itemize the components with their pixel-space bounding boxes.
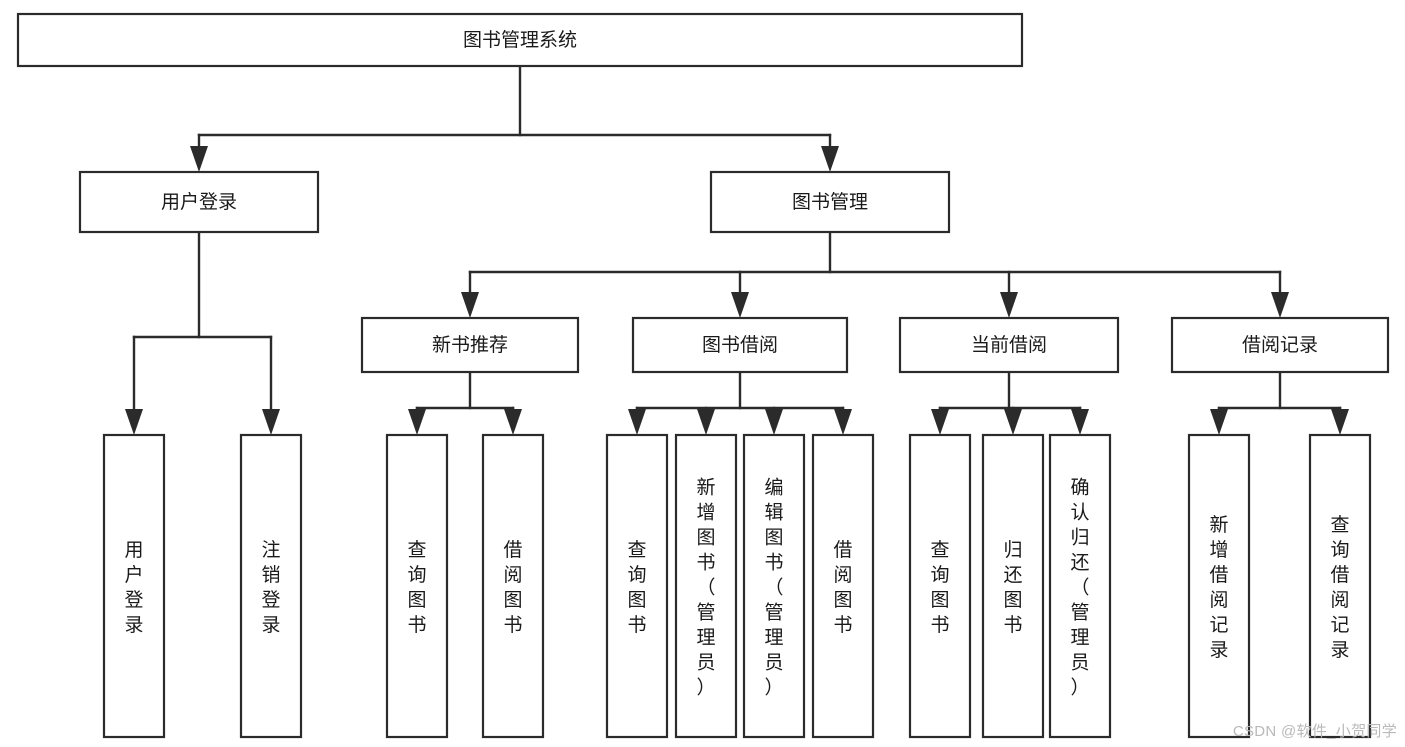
node-label: 新增借阅记录 [1209,514,1228,661]
node-box [981,433,1045,739]
node-leaf-query-record[interactable]: 查询借阅记录 [1308,433,1372,739]
node-label: 查询图书 [930,539,949,636]
node-box [1187,433,1251,739]
node-label: 借阅记录 [1242,334,1318,356]
node-current-borrow[interactable]: 当前借阅 [898,316,1120,374]
node-box [16,12,1024,68]
node-box [1048,433,1112,739]
arrow-head-icon-leaf-user-logout [262,409,280,435]
node-undefined[interactable]: 图书管理系统 [16,12,1024,68]
node-leaf-add-book[interactable]: 新增图书（管理员） [674,433,738,739]
node-box [78,170,320,234]
node-box [1170,316,1390,374]
node-box [898,316,1120,374]
node-label: 借阅图书 [503,539,522,636]
node-box [674,433,738,739]
node-box [102,433,166,739]
node-box [605,433,669,739]
node-leaf-user-logout[interactable]: 注销登录 [239,433,303,739]
node-box [908,433,972,739]
arrow-head-icon-current-borrow [1000,292,1018,318]
arrow-head-icon-leaf-query-book-1 [408,409,426,435]
node-book-borrow[interactable]: 图书借阅 [631,316,849,374]
node-label: 新增图书（管理员） [696,477,715,699]
node-label: 图书管理系统 [463,29,577,51]
node-label: 编辑图书（管理员） [764,477,783,699]
node-label: 借阅图书 [833,539,852,636]
node-label: 确认归还（管理员） [1070,477,1089,699]
arrow-head-icon-book-borrow [731,292,749,318]
node-box [360,316,580,374]
node-leaf-edit-book[interactable]: 编辑图书（管理员） [742,433,806,739]
node-leaf-confirm-return[interactable]: 确认归还（管理员） [1048,433,1112,739]
node-leaf-borrow-book-2[interactable]: 借阅图书 [811,433,875,739]
node-layer: 图书管理系统用户登录图书管理新书推荐图书借阅当前借阅借阅记录用户登录注销登录查询… [16,12,1390,739]
node-box [481,433,545,739]
node-user-login[interactable]: 用户登录 [78,170,320,234]
node-label: 图书借阅 [702,334,778,356]
node-box [631,316,849,374]
arrow-head-icon-leaf-return-book [1004,409,1022,435]
node-leaf-query-book-3[interactable]: 查询图书 [908,433,972,739]
node-leaf-query-book-1[interactable]: 查询图书 [385,433,449,739]
node-label: 归还图书 [1003,539,1022,636]
node-label: 图书管理 [792,191,868,213]
arrow-head-icon-leaf-query-book-3 [931,409,949,435]
arrow-head-icon-leaf-borrow-book-2 [834,409,852,435]
arrow-head-icon-leaf-add-book [697,409,715,435]
node-label: 查询图书 [407,539,426,636]
node-label: 用户登录 [124,540,143,636]
arrow-head-icon-new-book-recommend [461,292,479,318]
arrow-head-icon-leaf-add-record [1210,409,1228,435]
node-box [1308,433,1372,739]
arrow-head-icon-leaf-query-record [1331,409,1349,435]
node-new-book-recommend[interactable]: 新书推荐 [360,316,580,374]
node-box [239,433,303,739]
arrow-head-icon-leaf-user-login [125,409,143,435]
arrow-head-icon-leaf-edit-book [765,409,783,435]
node-leaf-borrow-book-1[interactable]: 借阅图书 [481,433,545,739]
node-box [385,433,449,739]
node-leaf-add-record[interactable]: 新增借阅记录 [1187,433,1251,739]
arrow-head-icon-leaf-borrow-book-1 [504,409,522,435]
node-label: 注销登录 [261,539,280,636]
arrow-head-icon-leaf-query-book-2 [628,409,646,435]
node-box [811,433,875,739]
arrow-head-icon-book-manage [821,146,839,172]
connector-layer [125,64,1349,435]
node-leaf-query-book-2[interactable]: 查询图书 [605,433,669,739]
node-label: 查询图书 [627,539,646,636]
node-label: 用户登录 [161,191,237,213]
node-label: 查询借阅记录 [1330,514,1349,661]
node-borrow-record[interactable]: 借阅记录 [1170,316,1390,374]
arrow-head-icon-user-login [190,146,208,172]
node-label: 当前借阅 [971,334,1047,356]
node-label: 新书推荐 [432,334,508,356]
node-book-manage[interactable]: 图书管理 [709,170,951,234]
arrow-head-icon-borrow-record [1271,292,1289,318]
node-box [742,433,806,739]
node-box [709,170,951,234]
node-leaf-return-book[interactable]: 归还图书 [981,433,1045,739]
node-leaf-user-login[interactable]: 用户登录 [102,433,166,739]
arrow-head-icon-leaf-confirm-return [1071,409,1089,435]
